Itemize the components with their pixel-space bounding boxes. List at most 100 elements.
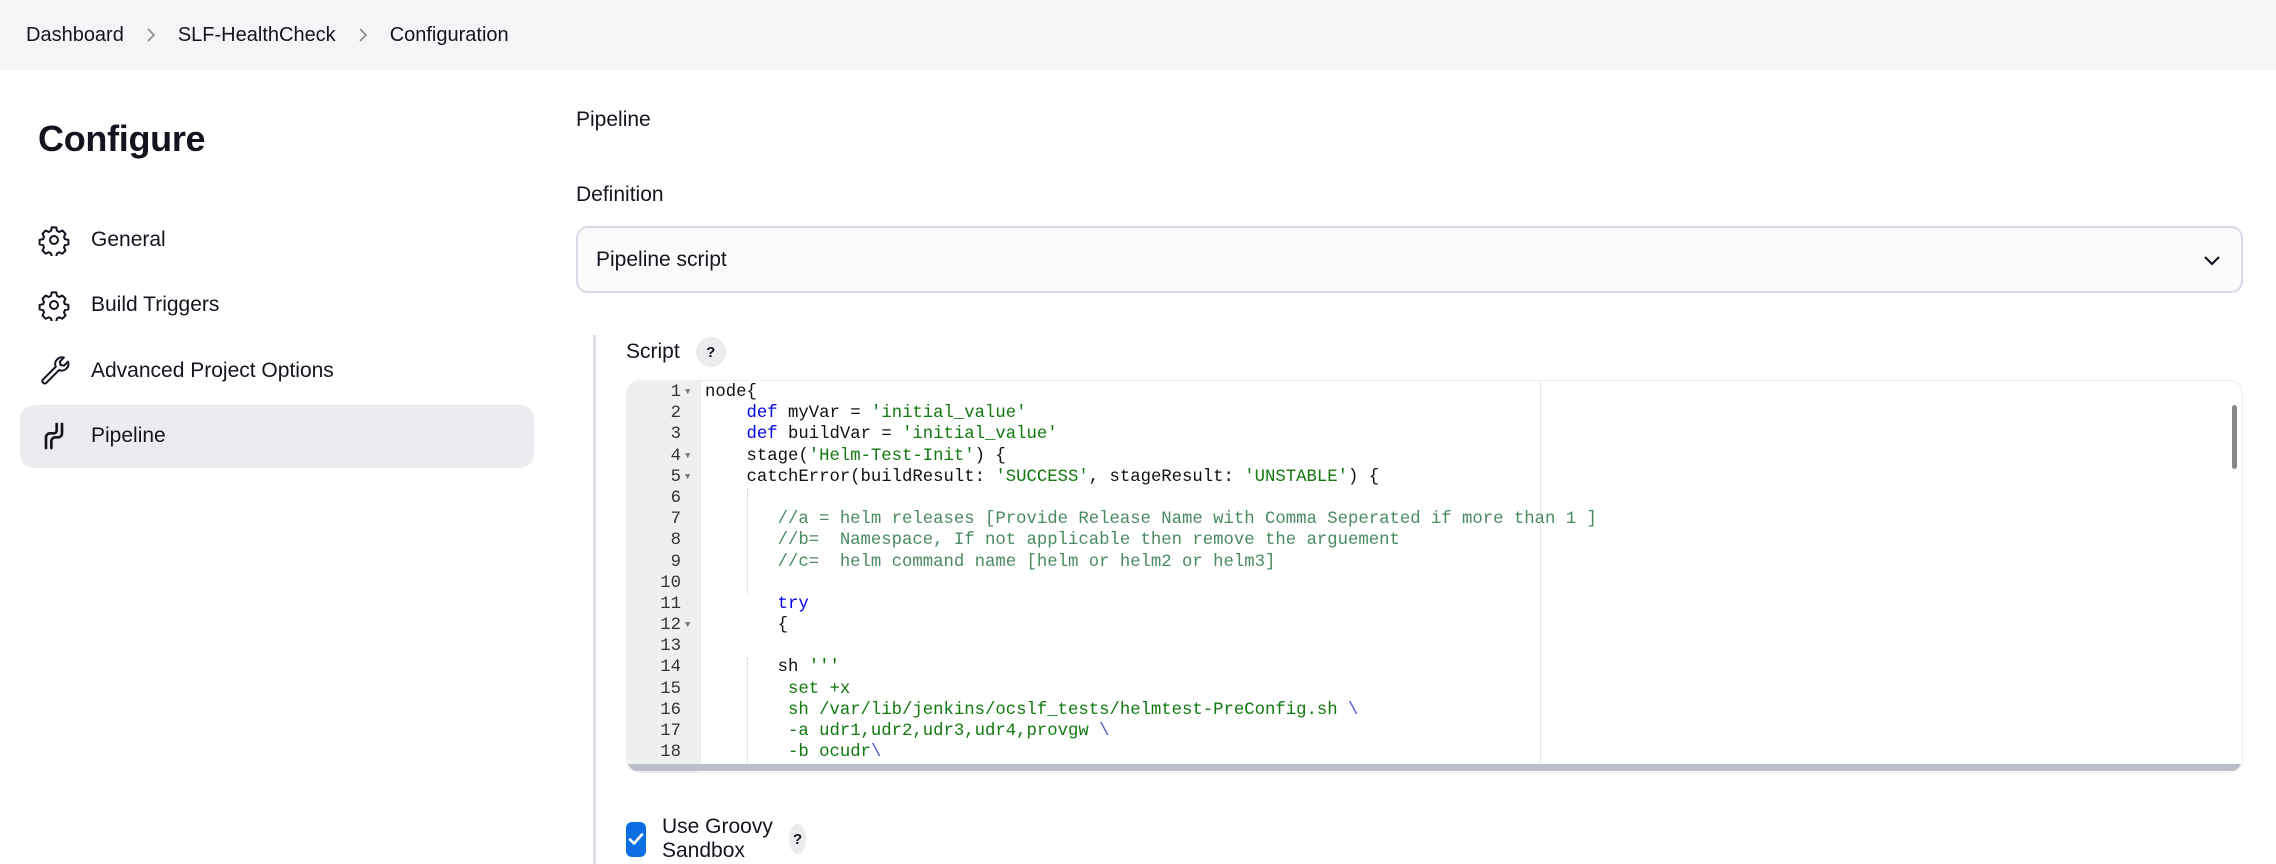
code-text: try: [705, 594, 809, 615]
fold-arrow-icon[interactable]: ▼: [685, 471, 691, 482]
code-line[interactable]: 16 sh /var/lib/jenkins/ocslf_tests/helmt…: [627, 700, 2242, 721]
line-number: 4: [670, 446, 681, 466]
code-line[interactable]: 17 -a udr1,udr2,udr3,udr4,provgw \: [627, 721, 2242, 742]
line-number: 3: [670, 425, 681, 445]
line-number: 12: [660, 616, 681, 636]
pipeline-icon: [44, 422, 64, 450]
vertical-scrollbar[interactable]: [2232, 405, 2237, 469]
definition-select[interactable]: Pipeline script: [576, 226, 2243, 293]
code-token: buildVar =: [777, 425, 903, 445]
code-line[interactable]: 14 sh ''': [627, 657, 2242, 678]
code-token: [705, 404, 746, 423]
code-line[interactable]: 8 //b= Namespace, If not applicable then…: [627, 530, 2242, 551]
sidebar-item-pipeline[interactable]: Pipeline: [20, 404, 534, 468]
code-token: def: [746, 404, 778, 424]
code-text: catchError(buildResult: 'SUCCESS', stage…: [705, 467, 1379, 488]
code-line[interactable]: 6: [627, 488, 2242, 509]
line-number: 13: [660, 637, 681, 657]
code-token: //a = helm releases [Provide Release Nam…: [777, 510, 1597, 530]
line-number: 15: [660, 679, 681, 699]
definition-value: Pipeline script: [596, 247, 727, 271]
code-lines[interactable]: 1 ▼ node{2 def myVar = 'initial_value'3 de…: [627, 382, 2242, 763]
code-line[interactable]: 15 set +x: [627, 679, 2242, 700]
code-line[interactable]: 5 ▼ catchError(buildResult: 'SUCCESS', st…: [627, 467, 2242, 488]
groovy-sandbox-option: Use Groovy Sandbox ?: [626, 815, 806, 863]
code-token: [705, 553, 778, 572]
code-line[interactable]: 10: [627, 573, 2242, 594]
code-token: //c= helm command name [helm or helm2 or…: [777, 552, 1276, 572]
help-icon[interactable]: ?: [789, 824, 806, 854]
wrench-icon: [41, 355, 70, 384]
fold-arrow-icon[interactable]: ▼: [685, 620, 691, 631]
breadcrumb-dashboard[interactable]: Dashboard: [26, 23, 124, 46]
code-token: [705, 595, 778, 614]
code-text: {: [705, 615, 788, 636]
code-token: //b= Namespace, If not applicable then r…: [777, 531, 1400, 551]
code-line[interactable]: 12 ▼ {: [627, 615, 2242, 636]
code-token: 'initial_value': [902, 425, 1058, 445]
help-icon[interactable]: ?: [695, 337, 726, 367]
horizontal-scrollbar[interactable]: [627, 764, 2242, 771]
code-token: \: [870, 743, 882, 763]
script-editor[interactable]: 1 ▼ node{2 def myVar = 'initial_value'3 de…: [626, 380, 2243, 773]
code-token: [705, 425, 746, 444]
sidebar-item-label: Advanced Project Options: [91, 358, 334, 382]
code-line[interactable]: 9 //c= helm command name [helm or helm2 …: [627, 552, 2242, 573]
line-number: 5: [670, 467, 681, 487]
code-token: 'UNSTABLE': [1244, 467, 1348, 487]
code-line[interactable]: 11 try: [627, 594, 2242, 615]
code-token: -b ocudr: [787, 743, 871, 763]
code-text: sh /var/lib/jenkins/ocslf_tests/helmtest…: [705, 700, 1358, 721]
code-token: try: [777, 594, 809, 614]
line-number: 2: [670, 404, 681, 424]
code-token: -a udr1,udr2,udr3,udr4,provgw: [787, 722, 1100, 741]
code-line[interactable]: 2 def myVar = 'initial_value': [627, 403, 2242, 424]
code-line[interactable]: 13: [627, 636, 2242, 657]
code-line[interactable]: 3 def buildVar = 'initial_value': [627, 424, 2242, 445]
print-margin: [1540, 381, 1541, 772]
code-token: ''': [808, 658, 840, 678]
code-line[interactable]: 4▼ stage('Helm-Test-Init') {: [627, 446, 2242, 467]
line-number: 6: [670, 488, 681, 508]
groovy-sandbox-checkbox[interactable]: [626, 821, 646, 857]
code-line[interactable]: 1 ▼ node{: [627, 382, 2242, 403]
code-token: set +x: [787, 679, 851, 699]
sidebar-item-label: Pipeline: [91, 424, 166, 447]
section-divider: [593, 335, 596, 864]
line-number: 9: [670, 552, 681, 572]
code-token: [705, 510, 778, 529]
line-number: 1: [670, 383, 681, 402]
indent-guide: [746, 488, 748, 594]
code-text: sh ''': [705, 657, 840, 678]
code-text: set +x: [705, 679, 850, 700]
breadcrumb-job[interactable]: SLF-HealthCheck: [177, 23, 336, 46]
sidebar-item-label: General: [91, 227, 166, 251]
code-token: sh: [705, 658, 809, 678]
code-token: , stageResult:: [1088, 467, 1245, 487]
sidebar-item-advanced-project-options[interactable]: Advanced Project Options: [20, 339, 534, 402]
code-text: -b ocudr\: [705, 742, 881, 763]
code-text: node{: [705, 382, 757, 403]
code-token: ) {: [974, 446, 1006, 466]
code-text: def buildVar = 'initial_value': [705, 424, 1058, 445]
line-number: 7: [670, 510, 681, 530]
code-token: 'Helm-Test-Init': [808, 446, 975, 466]
code-text: //b= Namespace, If not applicable then r…: [705, 530, 1400, 551]
fold-arrow-icon[interactable]: ▼: [685, 450, 691, 461]
code-token: 'SUCCESS': [995, 467, 1089, 487]
line-number: 10: [660, 573, 681, 593]
fold-arrow-icon[interactable]: ▼: [685, 387, 691, 397]
code-token: 'initial_value': [870, 404, 1027, 424]
line-number: 14: [660, 658, 681, 678]
code-line[interactable]: 18 -b ocudr\: [627, 742, 2242, 763]
sidebar-item-general[interactable]: General: [20, 208, 534, 271]
breadcrumb-configuration[interactable]: Configuration: [389, 23, 509, 46]
code-token: node{: [705, 383, 757, 402]
code-text: //c= helm command name [helm or helm2 or…: [705, 552, 1276, 573]
sidebar-item-build-triggers[interactable]: Build Triggers: [20, 274, 534, 337]
checkmark-icon: [628, 833, 644, 845]
line-number: 16: [660, 700, 681, 720]
code-line[interactable]: 7 //a = helm releases [Provide Release N…: [627, 509, 2242, 530]
gear-icon: [38, 291, 70, 321]
editor-gutter: [627, 381, 701, 772]
